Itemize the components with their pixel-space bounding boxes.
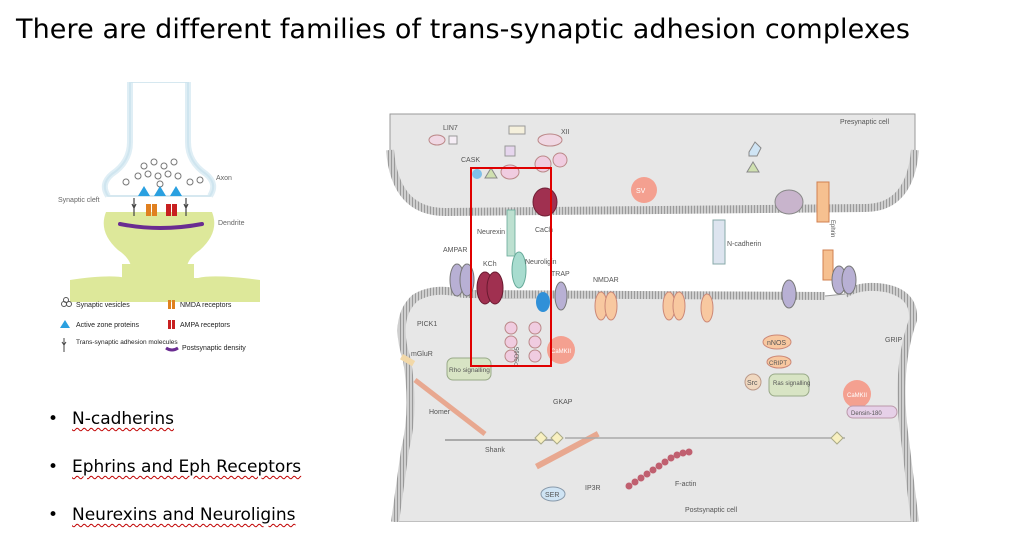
synaptic-cleft-label: Synaptic cleft (58, 197, 100, 204)
svg-text:GRIP: GRIP (885, 337, 902, 344)
legend-adhesion-icon (61, 338, 67, 352)
axon-label: Axon (216, 175, 232, 182)
svg-text:Src: Src (747, 380, 758, 387)
svg-text:IP3R: IP3R (585, 485, 601, 492)
svg-text:CaMKII: CaMKII (847, 393, 867, 399)
bullet-item: Neurexins and Neuroligins (48, 504, 301, 552)
svg-text:F-actin: F-actin (675, 481, 697, 488)
svg-text:Ephrin: Ephrin (829, 220, 835, 237)
bullet-item: Ephrins and Eph Receptors (48, 456, 301, 504)
legend: Synaptic vesicles NMDA receptors Active … (60, 297, 246, 352)
svg-text:Synaptic vesicles: Synaptic vesicles (76, 302, 130, 309)
svg-text:Postsynaptic density: Postsynaptic density (182, 345, 246, 352)
highlight-box (470, 167, 552, 367)
svg-text:mGluR: mGluR (411, 351, 433, 358)
presynaptic-label: Presynaptic cell (840, 119, 889, 126)
svg-text:CASK: CASK (461, 157, 480, 164)
ampa-receptors (166, 204, 177, 216)
svg-text:Neurexin: Neurexin (477, 229, 505, 236)
svg-text:NMDA receptors: NMDA receptors (180, 302, 232, 309)
dendrite-label: Dendrite (218, 220, 245, 227)
svg-text:XII: XII (561, 129, 570, 136)
svg-text:GKAP: GKAP (553, 399, 573, 406)
svg-text:SER: SER (545, 492, 559, 499)
molecular-synapse-diagram: Presynaptic cell Postsynaptic cell LIN7 … (386, 113, 919, 522)
svg-text:CaMKII: CaMKII (551, 349, 571, 355)
svg-text:AMPAR: AMPAR (443, 247, 467, 254)
svg-text:TRAP: TRAP (551, 271, 570, 278)
slide-title: There are different families of trans-sy… (16, 14, 911, 45)
svg-text:Densin-180: Densin-180 (851, 411, 882, 417)
svg-text:Trans-synaptic adhesion molecu: Trans-synaptic adhesion molecules (76, 339, 178, 346)
svg-text:SV: SV (636, 188, 646, 195)
postsynaptic-density (118, 222, 204, 230)
svg-text:CRIPT: CRIPT (769, 361, 787, 367)
legend-ampa-icon (168, 320, 175, 329)
svg-text:N-cadherin: N-cadherin (727, 241, 761, 248)
bullet-list: N-cadherins Ephrins and Eph Receptors Ne… (48, 408, 301, 552)
active-zone-proteins (138, 186, 182, 196)
legend-active-zone-icon (60, 320, 70, 328)
svg-text:Neuroligin: Neuroligin (525, 259, 557, 266)
adhesion-molecules (131, 198, 189, 216)
svg-text:Ras signalling: Ras signalling (773, 381, 810, 387)
svg-text:PSD95: PSD95 (515, 346, 521, 366)
svg-text:KCh: KCh (483, 261, 497, 268)
svg-text:AMPA receptors: AMPA receptors (180, 322, 231, 329)
svg-text:CaCh: CaCh (535, 227, 553, 234)
nmda-receptors (146, 204, 157, 216)
bullet-item: N-cadherins (48, 408, 301, 456)
svg-text:nNOS: nNOS (767, 340, 786, 347)
legend-nmda-icon (168, 300, 175, 309)
synapse-schematic: Axon Synaptic cleft Dendrite Synaptic ve… (58, 82, 260, 352)
postsynaptic-cell (394, 286, 916, 522)
synaptic-vesicles (122, 158, 204, 188)
svg-text:Rho signalling: Rho signalling (449, 367, 490, 374)
svg-text:Active zone proteins: Active zone proteins (76, 322, 140, 329)
svg-text:Shank: Shank (485, 447, 505, 454)
f-actin-filament (625, 448, 693, 490)
svg-text:LIN7: LIN7 (443, 125, 458, 132)
postsynaptic-label: Postsynaptic cell (685, 507, 738, 514)
legend-vesicles-icon (61, 297, 72, 307)
svg-text:NMDAR: NMDAR (593, 277, 619, 284)
svg-text:PICK1: PICK1 (417, 321, 437, 328)
svg-text:Homer: Homer (429, 409, 451, 416)
legend-psd-icon (165, 346, 179, 352)
dendrite (103, 212, 215, 278)
